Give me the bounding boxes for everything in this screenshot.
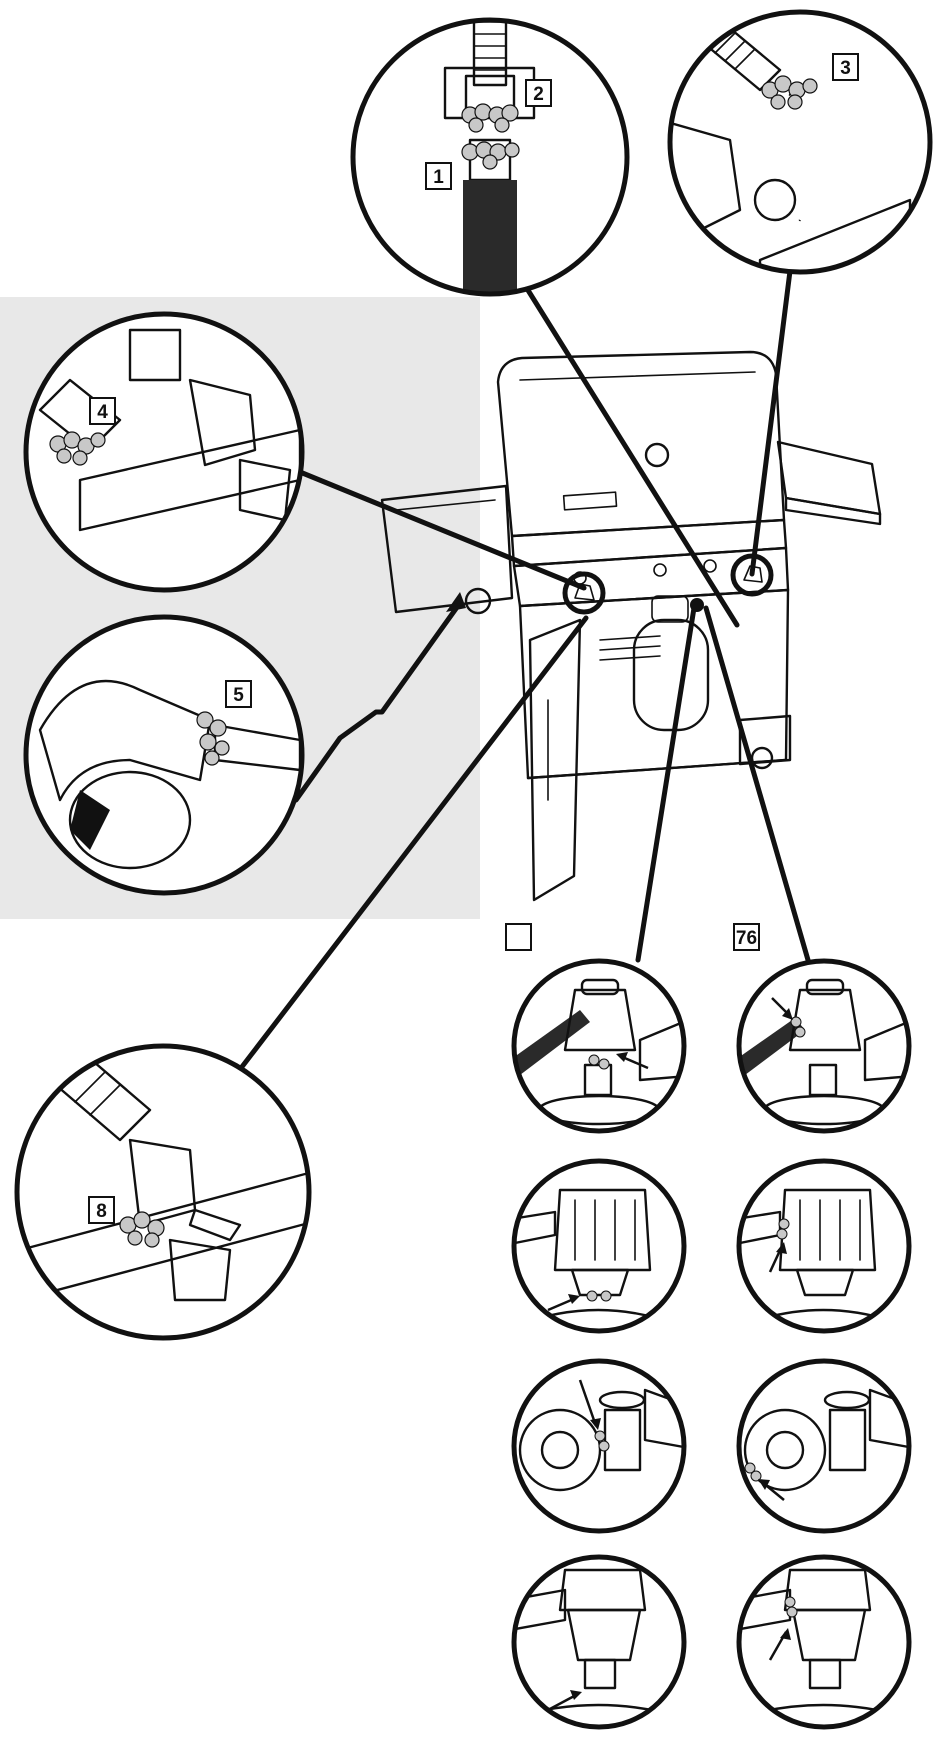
callout-2-label: 2 (533, 84, 544, 105)
regulator-circle-6b (511, 1158, 687, 1334)
regulator-circle-7b (736, 1158, 912, 1334)
detail-circle-valve-manifold (14, 1043, 312, 1341)
callout-8-label: 8 (96, 1201, 107, 1222)
callout-7-label: 76 (736, 928, 757, 949)
regulator-circle-7a (736, 958, 912, 1134)
detail-circle-manifold-elbow (23, 311, 305, 593)
detail-circle-hose-fitting (350, 17, 630, 297)
regulator-circle-6a (511, 958, 687, 1134)
callout-4: 4 (89, 397, 116, 425)
callout-3: 3 (832, 53, 859, 81)
gas-grill-illustration (380, 350, 882, 902)
callout-1-label: 1 (433, 167, 444, 188)
callout-5: 5 (225, 680, 252, 708)
callout-8: 8 (88, 1196, 115, 1224)
callout-4-label: 4 (97, 402, 108, 423)
callout-6 (505, 923, 532, 951)
detail-circle-tube-bend (667, 9, 933, 275)
regulator-circle-6c (511, 1358, 687, 1534)
regulator-circle-7c (736, 1358, 912, 1534)
regulator-circle-6d (511, 1554, 687, 1730)
regulator-circle-7d (736, 1554, 912, 1730)
detail-circle-burner-inlet (23, 614, 305, 896)
callout-7: 76 (733, 923, 760, 951)
callout-2: 2 (525, 79, 552, 107)
callout-3-label: 3 (840, 58, 851, 79)
callout-5-label: 5 (233, 685, 244, 706)
leader-lines (235, 268, 811, 1075)
callout-1: 1 (425, 162, 452, 190)
